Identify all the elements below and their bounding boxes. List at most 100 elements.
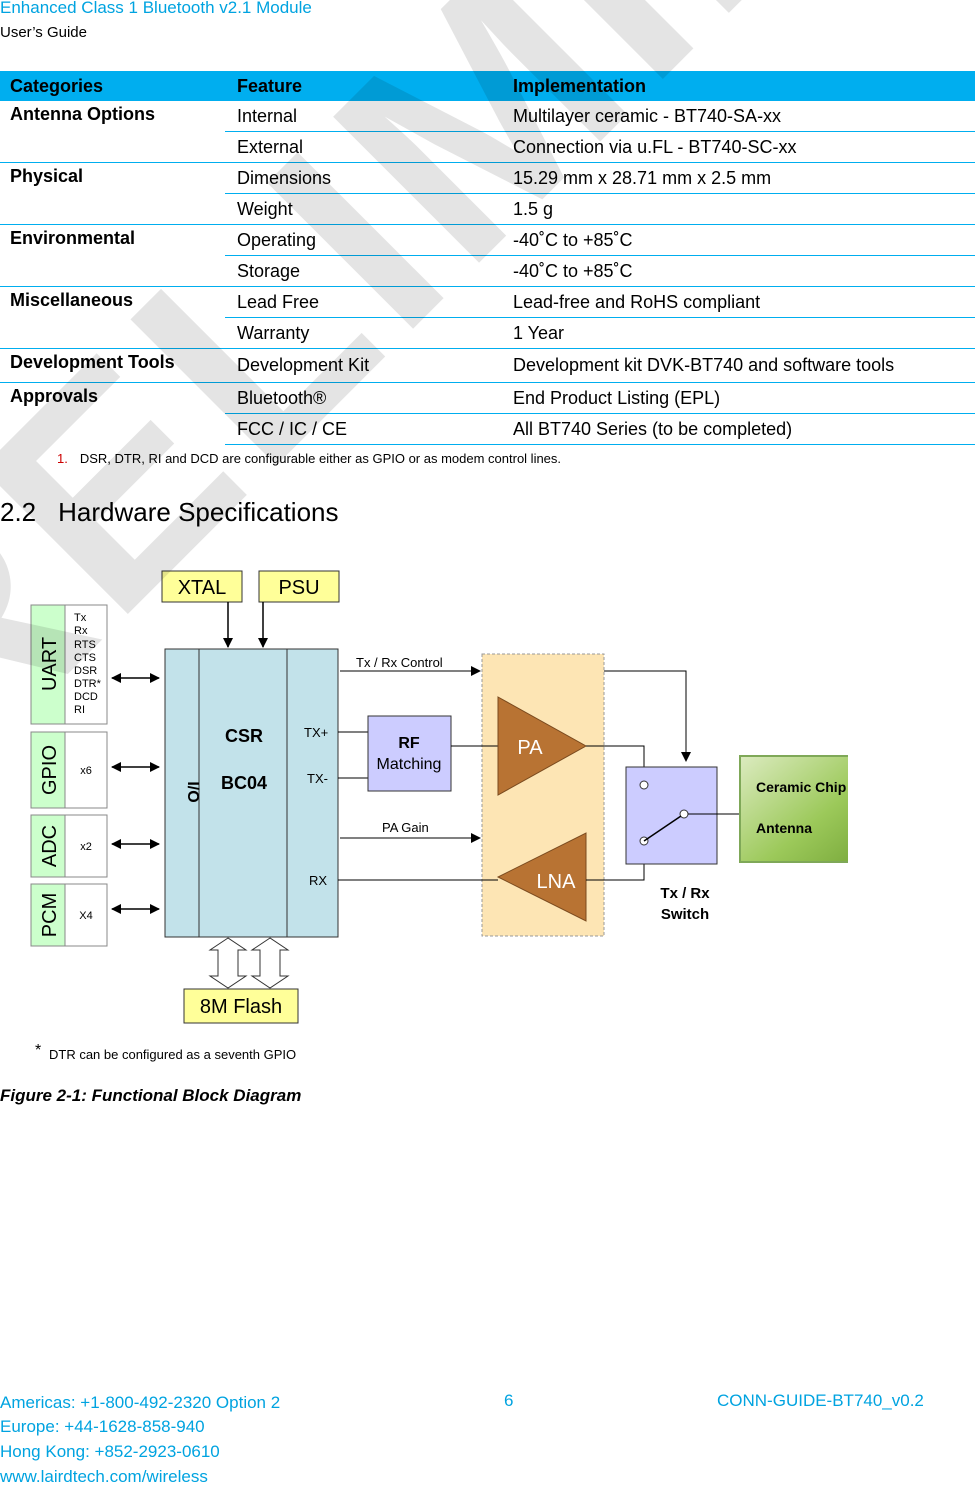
functional-block-diagram: XTAL PSU UART Tx Rx RTS CTS DSR DTR* DCD… — [30, 570, 848, 1062]
switch-label-1: Tx / Rx — [660, 885, 710, 902]
note-asterisk: * — [35, 1042, 41, 1059]
gpio-count: x6 — [80, 765, 92, 777]
figure-caption: Figure 2-1: Functional Block Diagram — [0, 1086, 302, 1105]
antenna-label-1: Ceramic Chip — [756, 779, 846, 795]
section-title: Hardware Specifications — [58, 497, 339, 527]
xtal-box — [161, 570, 243, 603]
features-table: Categories Feature Implementation Antenn… — [0, 71, 975, 445]
feature-cell: Development Kit — [225, 348, 503, 383]
flash-box — [183, 988, 299, 1024]
switch-control-line — [604, 670, 691, 762]
header-implementation: Implementation — [503, 71, 975, 101]
table-row: Warranty 1 Year — [0, 317, 975, 349]
table-row: FCC / IC / CE All BT740 Series (to be co… — [0, 413, 975, 445]
table-row: Development Tools Development Kit Develo… — [0, 348, 975, 383]
footer-website[interactable]: www.lairdtech.com/wireless — [0, 1467, 208, 1486]
flash-label: 8M Flash — [200, 996, 282, 1018]
feature-cell: Weight — [225, 193, 503, 225]
antenna-label-2: Antenna — [756, 820, 812, 836]
uart-signals-box — [64, 604, 108, 725]
feature-cell: Internal — [237, 105, 298, 126]
flash-arrow — [250, 937, 290, 989]
xtal-label: XTAL — [178, 577, 227, 599]
implementation-cell: -40˚C to +85˚C — [503, 255, 975, 287]
uart-label: UART — [39, 637, 61, 691]
implementation-cell: Connection via u.FL - BT740-SC-xx — [503, 131, 975, 163]
adc-box — [30, 814, 66, 878]
gpio-count-box — [64, 731, 108, 809]
footer-europe: Europe: +44-1628-858-940 — [0, 1417, 205, 1436]
table-row: Physical Dimensions 15.29 mm x 28.71 mm … — [0, 162, 975, 225]
category-cell: Antenna Options — [10, 104, 155, 124]
header-categories: Categories — [0, 71, 225, 101]
category-cell: Physical — [0, 162, 225, 225]
implementation-cell: All BT740 Series (to be completed) — [503, 413, 975, 445]
psu-label: PSU — [278, 577, 319, 599]
header-feature: Feature — [225, 71, 503, 101]
footer-hongkong: Hong Kong: +852-2923-0610 — [0, 1442, 220, 1461]
rf-matching-label-1: RF — [398, 735, 420, 752]
adc-count-box — [64, 814, 108, 878]
implementation-cell: 1 Year — [503, 317, 975, 349]
footer-americas: Americas: +1-800-492-2320 Option 2 — [0, 1393, 281, 1412]
diagram-note: DTR can be configured as a seventh GPIO — [49, 1047, 296, 1062]
table-row: Antenna Options Internal Multilayer cera… — [0, 101, 975, 132]
category-cell: Development Tools — [0, 348, 225, 383]
implementation-cell: Development kit DVK-BT740 and software t… — [503, 348, 975, 383]
rf-matching-label-2: Matching — [377, 756, 442, 773]
table-row: External Connection via u.FL - BT740-SC-… — [0, 131, 975, 163]
lna-label: LNA — [537, 871, 577, 893]
uart-signal: Rx — [74, 625, 88, 637]
table-row: Approvals Bluetooth® End Product Listing… — [0, 382, 975, 445]
feature-cell: Storage — [225, 255, 503, 287]
implementation-cell: Multilayer ceramic - BT740-SA-xx — [513, 105, 782, 126]
io-label: I/O — [184, 781, 201, 802]
flash-arrow — [208, 937, 248, 989]
category-cell: Miscellaneous — [0, 286, 225, 349]
feature-cell: External — [225, 131, 503, 163]
footnote-number: 1. — [57, 451, 68, 466]
txrx-switch-box — [625, 766, 718, 865]
txp-label: TX+ — [304, 725, 328, 740]
implementation-cell: 1.5 g — [503, 193, 975, 225]
table-row: Storage -40˚C to +85˚C — [0, 255, 975, 287]
rx-label: RX — [309, 873, 327, 888]
gpio-box — [30, 731, 66, 809]
table-row: Environmental Operating -40˚C to +85˚C — [0, 224, 975, 287]
adc-label: ADC — [39, 825, 61, 867]
pcm-label: PCM — [39, 893, 61, 937]
table-footnote: 1. DSR, DTR, RI and DCD are configurable … — [57, 451, 561, 466]
peripheral-arrows — [111, 673, 160, 914]
pcm-count: X4 — [79, 910, 92, 922]
category-cell: Environmental — [0, 224, 225, 287]
switch-lever — [643, 815, 682, 842]
psu-box — [258, 570, 340, 603]
csr-label: CSR — [225, 726, 263, 746]
uart-signal: CTS — [74, 652, 96, 664]
feature-cell: Lead Free — [225, 286, 503, 318]
section-number: 2.2 — [0, 497, 37, 527]
uart-signal: RTS — [74, 639, 96, 651]
document-code: CONN-GUIDE-BT740_v0.2 — [717, 1391, 924, 1410]
txrx-control-label: Tx / Rx Control — [356, 655, 443, 670]
uart-signal: DCD — [74, 691, 98, 703]
csr-block — [164, 648, 339, 938]
lna-amplifier — [496, 832, 587, 922]
bc04-label: BC04 — [221, 773, 267, 793]
feature-cell: Warranty — [225, 317, 503, 349]
pa-gain-label: PA Gain — [382, 820, 429, 835]
footnote-text: DSR, DTR, RI and DCD are configurable ei… — [79, 451, 562, 466]
section-heading: 2.2 Hardware Specifications — [0, 497, 339, 528]
implementation-cell: -40˚C to +85˚C — [503, 224, 975, 256]
implementation-cell: End Product Listing (EPL) — [503, 382, 975, 414]
feature-cell: Operating — [225, 224, 503, 256]
gpio-label: GPIO — [39, 745, 61, 795]
page-number: 6 — [504, 1391, 514, 1410]
document-title: Enhanced Class 1 Bluetooth v2.1 Module — [0, 0, 312, 17]
switch-contact — [679, 809, 689, 819]
document-subtitle: User’s Guide — [0, 24, 87, 41]
switch-contact — [639, 780, 649, 790]
adc-count: x2 — [80, 841, 92, 853]
uart-signal-list: Tx Rx RTS CTS DSR DTR* DCD RI — [74, 612, 102, 716]
implementation-cell: 15.29 mm x 28.71 mm x 2.5 mm — [503, 162, 975, 194]
